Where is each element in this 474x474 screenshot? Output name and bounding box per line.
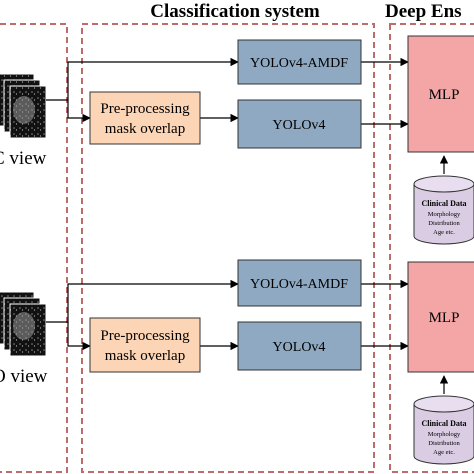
bottom-mlp-label: MLP	[429, 310, 460, 326]
top-image-stack	[0, 73, 47, 139]
bottom-clinical-line1: Morphology	[428, 431, 461, 438]
top-view-label: C view	[0, 148, 47, 169]
top-preprocess-line1: Pre-processing	[100, 101, 190, 117]
bottom-mlp-box	[407, 261, 474, 373]
top-yolo-box	[237, 99, 362, 149]
bottom-clinical-title: Clinical Data	[421, 419, 466, 428]
top-preprocess-line2: mask overlap	[105, 121, 185, 137]
top-amdf-label: YOLOv4-AMDF	[250, 56, 348, 71]
top-clinical-line3: Age etc.	[433, 229, 455, 236]
bottom-view-label: O view	[0, 366, 48, 387]
bottom-connector-upper	[46, 279, 239, 323]
top-clinical-line2: Distribution	[428, 220, 460, 227]
bottom-preprocess-box	[89, 317, 201, 373]
bottom-clinical-line2: Distribution	[428, 440, 460, 447]
top-clinical-line1: Morphology	[428, 211, 461, 218]
classification-title: Classification system	[150, 1, 320, 22]
bottom-amdf-label: YOLOv4-AMDF	[250, 277, 348, 292]
classification-panel	[81, 23, 375, 473]
ensemble-title: Deep Ens	[385, 1, 462, 22]
bottom-image-stack	[0, 291, 47, 357]
bottom-preprocess-line1: Pre-processing	[100, 328, 190, 344]
ensemble-panel	[389, 23, 474, 473]
top-yolo-label: YOLOv4	[273, 118, 326, 133]
bottom-clinical-line3: Age etc.	[433, 449, 455, 456]
top-mlp-label: MLP	[429, 87, 460, 103]
bottom-clinical-cylinder	[413, 395, 474, 465]
bottom-yolo-label: YOLOv4	[273, 340, 326, 355]
input-panel	[0, 23, 68, 473]
bottom-amdf-box	[237, 259, 362, 307]
bottom-preprocess-line2: mask overlap	[105, 348, 185, 364]
top-clinical-cylinder	[413, 175, 474, 245]
top-preprocess-box	[89, 91, 201, 145]
bottom-connector-lower	[67, 322, 91, 351]
top-mlp-box	[407, 35, 474, 153]
top-clinical-title: Clinical Data	[421, 199, 466, 208]
bottom-yolo-box	[237, 321, 362, 371]
top-connector-lower	[67, 100, 91, 123]
top-amdf-box	[237, 39, 362, 85]
top-connector-upper	[46, 57, 239, 101]
